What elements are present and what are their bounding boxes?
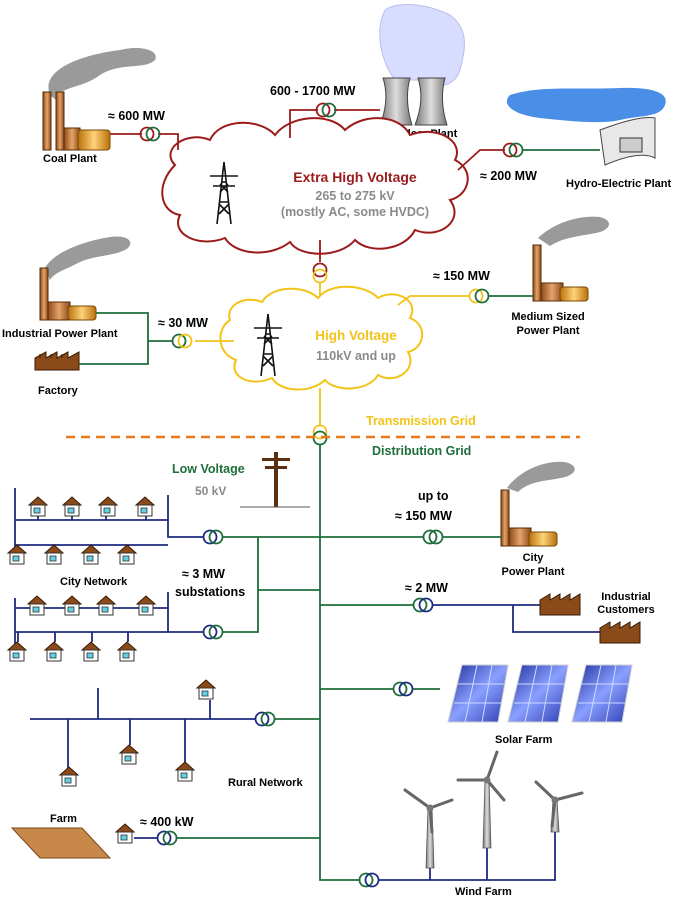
low-voltage-range: 50 kV [195,484,226,498]
low-voltage-title: Low Voltage [172,462,245,476]
farm-label: Farm [50,813,77,825]
industrial-customers-power: ≈ 2 MW [405,581,448,595]
wind-farm-label: Wind Farm [455,886,512,898]
extra-high-voltage-range: 265 to 275 kV [315,189,395,203]
wind-lines [379,830,556,881]
farm-transformer [156,830,178,846]
substations-power: ≈ 3 MW [182,567,225,581]
house-icon [62,595,82,616]
house-icon [28,496,48,517]
house-icon [175,761,195,782]
city-plant-power-2: ≈ 150 MW [395,509,452,523]
house-icon [81,544,101,565]
house-icon [7,641,27,662]
coal-plant-icon [42,48,156,151]
coal-plant-power: ≈ 600 MW [108,109,165,123]
house-icon [196,679,216,700]
farm-power: ≈ 400 kW [140,815,194,829]
high-voltage-title: High Voltage [315,328,397,343]
city-plant-power-1: up to [418,489,449,503]
house-icon [96,595,116,616]
wind-turbine-icon [403,788,454,869]
hydro-plant-power: ≈ 200 MW [480,169,537,183]
factory-icon [34,351,80,371]
house-icon [117,544,137,565]
extra-high-transformers [139,102,600,284]
medium-power-plant-icon [532,216,609,302]
city-power-plant-icon [500,461,575,547]
rural-transformer [254,711,276,727]
wind-turbine-icons [403,750,584,869]
factory-label: Factory [38,385,79,397]
house-icon [62,496,82,517]
rural-network-lines [30,688,255,770]
high-voltage-lines [195,283,470,426]
city-plant-transformer [422,529,444,545]
solar-panel-icon [571,664,633,723]
solar-farm-label: Solar Farm [495,734,553,746]
farm-field-icon [10,827,112,859]
industrial-transformer [412,597,434,613]
wind-transformer [358,872,380,888]
hydro-plant-label: Hydro-Electric Plant [566,178,671,190]
high-voltage-range: 110kV and up [316,349,396,363]
house-icon [136,595,156,616]
extra-high-voltage-note: (mostly AC, some HVDC) [281,205,429,219]
city-plant-label-1: City [523,552,545,564]
medium-plant-power: ≈ 150 MW [433,269,490,283]
coal-plant-label: Coal Plant [43,153,97,165]
extra-high-voltage-title: Extra High Voltage [293,169,417,185]
house-icon [117,641,137,662]
solar-panel-icon [507,664,569,723]
city-transformers [202,529,224,640]
house-icon [98,496,118,517]
industrial-feed-lines [79,295,533,365]
industrial-power-plant-power: ≈ 30 MW [158,316,208,330]
house-icon [119,744,139,765]
hydro-plant-icon [506,87,666,166]
extra-high-lines [110,109,505,262]
house-icon [7,544,27,565]
distribution-trunk [319,445,360,881]
industrial-customers-label-2: Customers [597,604,654,616]
wind-turbine-icon [534,780,584,833]
solar-panel-icon [447,664,509,723]
solar-panel-icons [447,664,633,723]
house-icon [115,823,135,844]
house-icon [27,595,47,616]
city-network-label: City Network [60,576,128,588]
city-feed-lines [223,536,320,633]
medium-plant-label-2: Power Plant [517,325,580,337]
house-icon [81,641,101,662]
transmission-grid-label: Transmission Grid [366,414,476,428]
industrial-power-plant-label: Industrial Power Plant [2,328,118,340]
rural-houses [59,679,216,787]
industrial-power-plant-icon [39,236,131,321]
extra-high-voltage-cloud [161,117,469,255]
house-icon [44,544,64,565]
solar-transformer [392,681,414,697]
utility-pole-icon [240,452,310,508]
house-icon [135,496,155,517]
industrial-customers-label-1: Industrial [601,591,651,603]
nuclear-plant-icon [379,4,465,126]
city-plant-label-2: Power Plant [502,566,565,578]
wind-turbine-icon [456,750,506,849]
industrial-line-blue [433,604,600,633]
substations-label: substations [175,585,245,599]
nuclear-plant-power: 600 - 1700 MW [270,84,356,98]
rural-network-label: Rural Network [228,777,303,789]
industrial-customer-factory-icon [539,593,641,644]
distribution-grid-label: Distribution Grid [372,444,471,458]
house-icon [44,641,64,662]
medium-plant-label-1: Medium Sized [511,311,584,323]
house-icon [59,766,79,787]
